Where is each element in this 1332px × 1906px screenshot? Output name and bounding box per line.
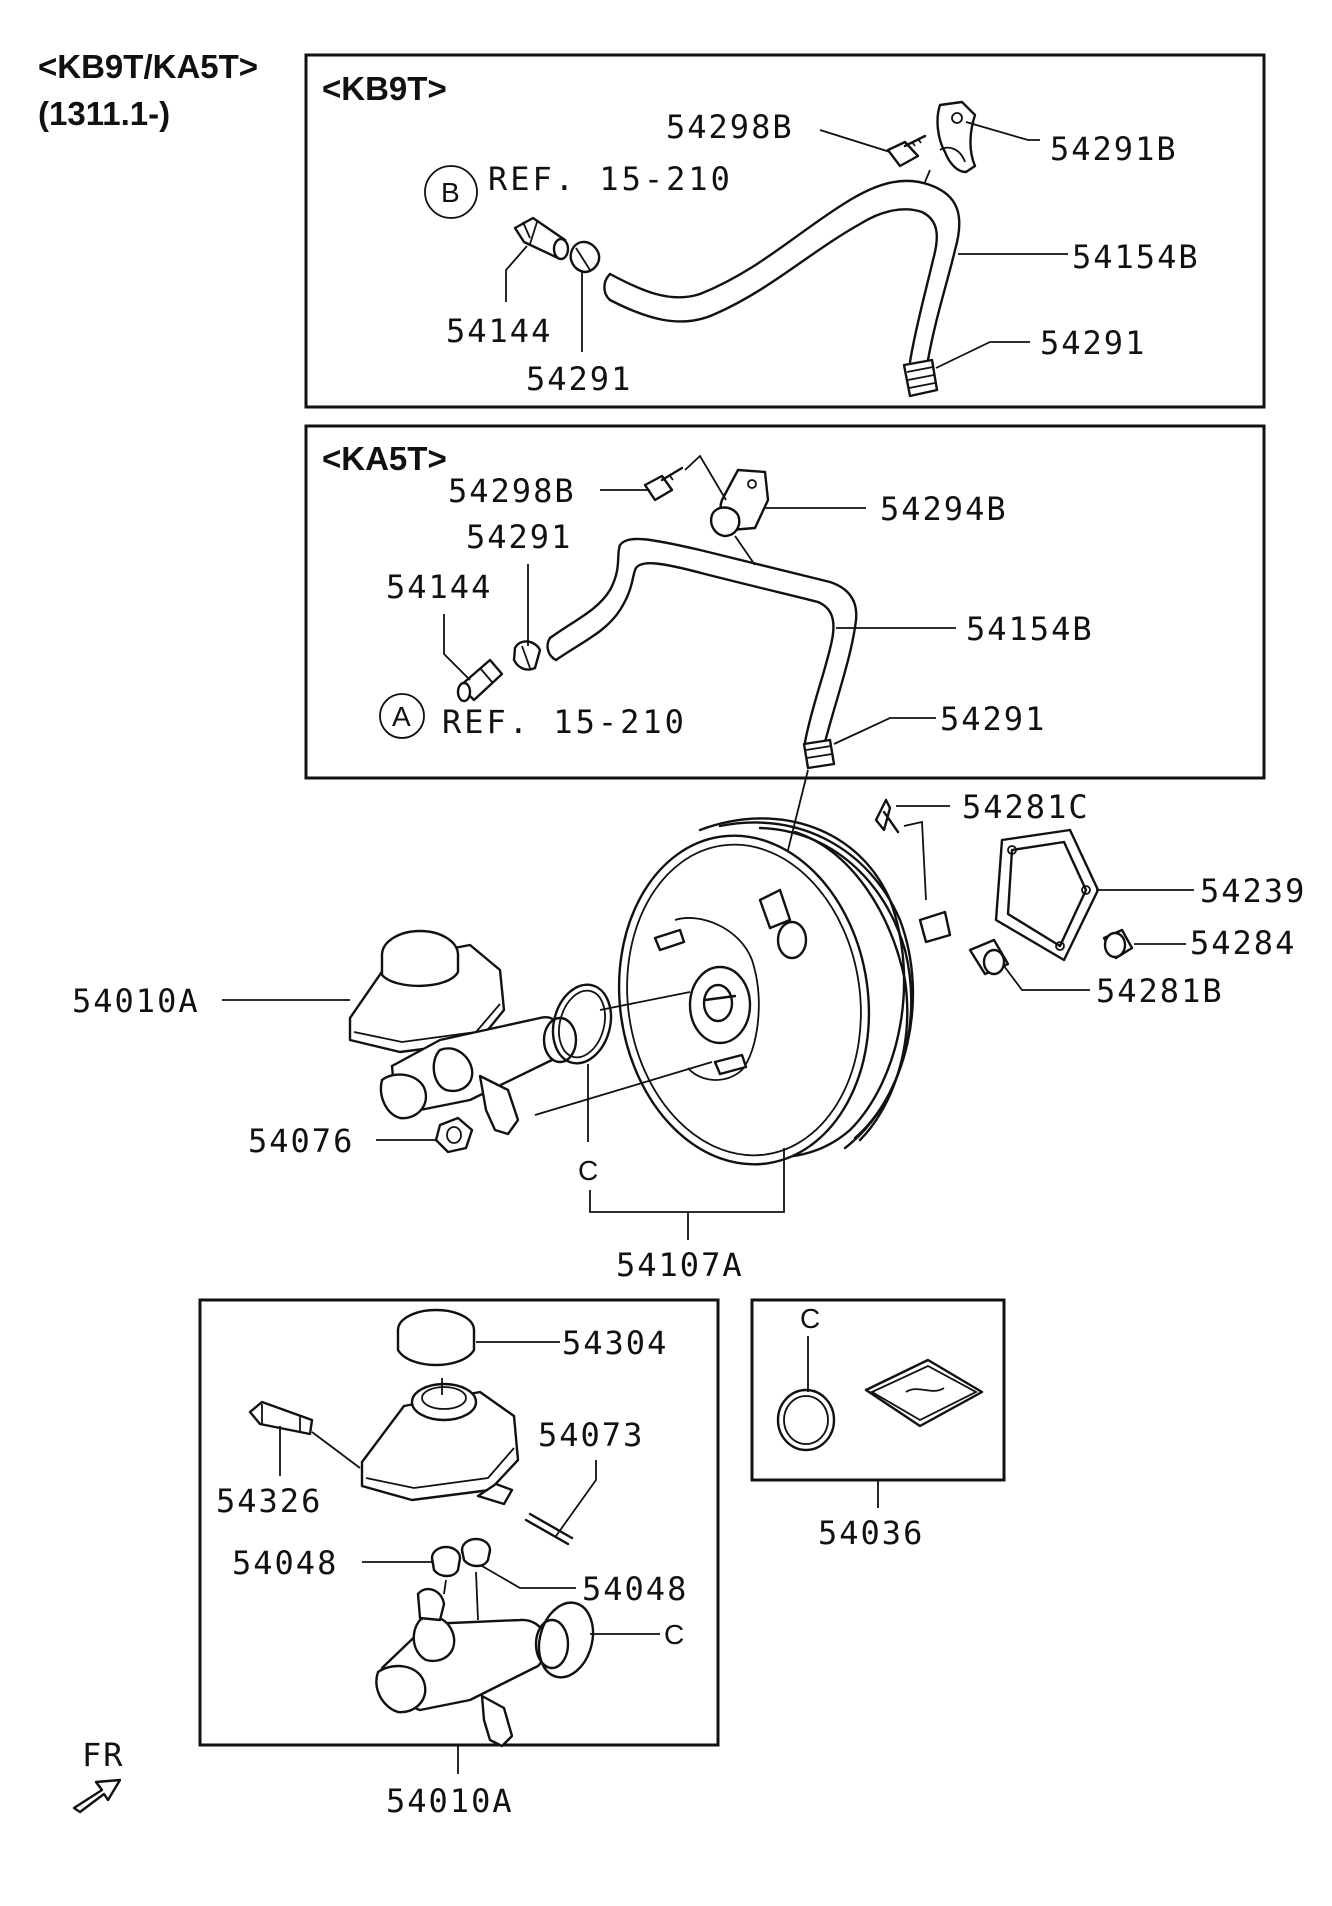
kit-label-grommet-left: 54048 [232,1544,338,1582]
mounting-guide-top [599,991,691,1011]
kit-pin [476,1482,574,1546]
brake-booster [617,817,952,1166]
master-kit-box [198,1298,720,1747]
booster-label-nut-left: 54076 [248,1122,354,1160]
ka5t-clip-upper [512,640,542,671]
model-header: <KB9T/KA5T> [38,48,258,85]
assembly-bracket [589,1148,785,1213]
kb9t-bolt-leader [819,129,891,153]
ka5t-fitting [456,658,504,703]
kb9t-ref-text: REF. 15-210 [488,160,733,198]
ka5t-label-hose: 54154B [966,610,1094,648]
kb9t-clamp-leader [965,121,1040,141]
kit-grommet-left [430,1545,462,1578]
booster-o-ring [551,983,613,1065]
ka5t-title: <KA5T> [322,440,447,477]
kb9t-label-hose: 54154B [1072,238,1200,276]
kit-sensor [248,1400,314,1436]
kb9t-bolt [886,134,927,168]
ka5t-fitting-leader [443,614,471,681]
seal-kit-grease-packet [864,1358,984,1428]
ka5t-clip-lower [802,738,836,770]
kit-label-pin: 54073 [538,1416,644,1454]
kb9t-label-fitting: 54144 [446,312,552,350]
kit-cylinder-body [375,1587,570,1748]
ka5t-label-clip-lower: 54291 [940,700,1046,738]
seal-kit-o-ring [776,1388,836,1452]
master-cylinder [348,929,578,1136]
kb9t-label-bolt: 54298B [666,108,794,146]
kb9t-clip-left [569,240,601,274]
booster-label-assembly: 54107A [616,1246,744,1284]
seal-kit-label-assembly: 54036 [818,1514,924,1552]
ka5t-label-bolt: 54298B [448,472,576,510]
booster-label-master-cyl: 54010A [72,982,200,1020]
kb9t-fitting-leader [505,245,528,302]
booster-label-gasket: 54239 [1200,872,1306,910]
kb9t-label-clip-left: 54291 [526,360,632,398]
booster-valve [968,938,1010,976]
kit-reservoir [360,1382,520,1502]
kit-label-assembly: 54010A [386,1782,514,1820]
pin-to-booster-leader [903,820,927,901]
kb9t-box [304,53,1266,409]
ka5t-label-fitting: 54144 [386,568,492,606]
booster-label-nut: 54284 [1190,924,1296,962]
booster-nut [1102,928,1134,960]
kit-cap [396,1308,476,1367]
ka5t-ref-text: REF. 15-210 [442,703,687,741]
kit-pin-leader [555,1460,597,1537]
kb9t-clamp [936,100,977,174]
booster-label-pin: 54281C [962,788,1090,826]
booster-label-valve: 54281B [1096,972,1224,1010]
kb9t-cliplower-leader [935,341,1030,369]
ka5t-bolt [643,466,684,502]
ka5t-label-bracket: 54294B [880,490,1008,528]
kit-grommet-right-leader [481,1565,576,1589]
ka5t-label-clip-upper: 54291 [466,518,572,556]
ka5t-cliplower-leader [833,717,936,745]
ref-circle-b [424,165,478,219]
fr-direction-label: FR [82,1736,125,1774]
kit-label-grommet-right: 54048 [582,1570,688,1608]
ref-circle-a [379,693,425,739]
ref-circle-a-letter: A [392,701,411,732]
kit-o-ring [537,1601,595,1679]
valve-leader [1003,965,1090,991]
fr-arrow-icon [72,1778,122,1814]
seal-kit-label-c: C [800,1303,820,1334]
ka5t-bolt-bracket-leader [684,454,727,501]
kb9t-title: <KB9T> [322,70,447,107]
booster-pin [874,798,900,834]
kit-label-cap: 54304 [562,1324,668,1362]
kit-sensor-to-res [311,1431,361,1469]
kb9t-label-clamp: 54291B [1050,130,1178,168]
date-header: (1311.1-) [38,95,170,132]
mounting-guide-bottom [534,1061,713,1116]
ka5t-box [304,424,1266,780]
kit-grommet-right [460,1537,492,1568]
ka5t-hose [546,537,858,744]
kit-label-sensor: 54326 [216,1482,322,1520]
ref-circle-b-letter: B [441,177,460,208]
booster-gasket [994,828,1100,962]
kb9t-hose [603,179,961,364]
booster-label-c: C [578,1155,598,1186]
master-cyl-nut [434,1116,474,1154]
ka5t-bracket [710,468,770,538]
kb9t-label-clip-lower: 54291 [1040,324,1146,362]
kit-label-c: C [664,1619,684,1650]
kb9t-fitting [513,216,570,261]
kb9t-clip-lower [902,358,939,398]
